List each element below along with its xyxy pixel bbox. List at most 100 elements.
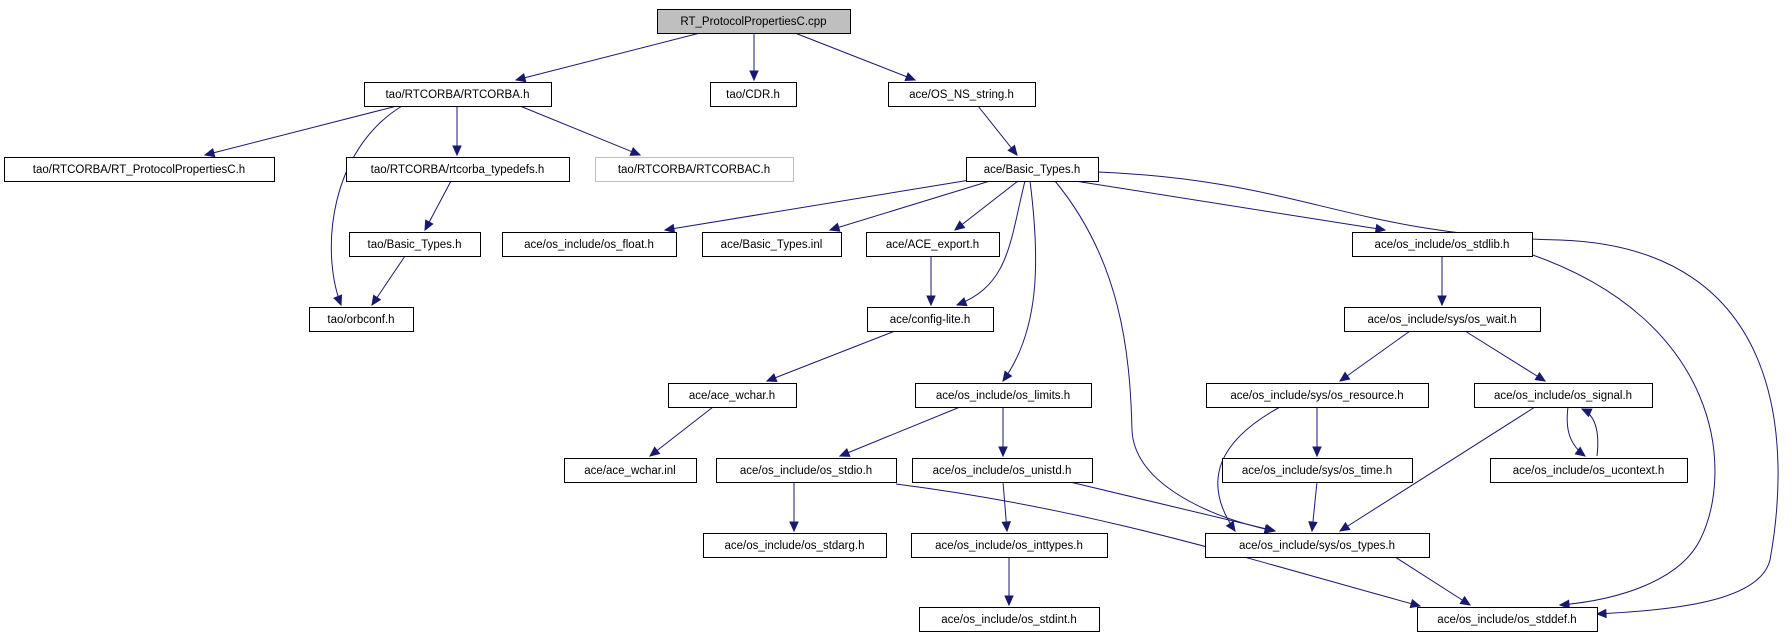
node-osucontext[interactable]: ace/os_include/os_ucontext.h — [1490, 458, 1688, 483]
edge-line — [1339, 406, 1536, 532]
node-cdr[interactable]: tao/CDR.h — [710, 82, 797, 107]
edge-arrowhead — [1574, 446, 1586, 457]
edge-arrowhead — [1002, 370, 1013, 382]
edge-arrowhead — [1409, 598, 1422, 609]
edge-line — [1074, 180, 1386, 231]
node-ossignal[interactable]: ace/os_include/os_signal.h — [1474, 383, 1653, 408]
node-label: ace/os_include/sys/os_resource.h — [1230, 390, 1403, 402]
node-box — [1490, 458, 1688, 483]
edge-line — [1529, 253, 1716, 606]
node-configlite[interactable]: ace/config-lite.h — [867, 307, 994, 332]
node-orbconf[interactable]: tao/orbconf.h — [309, 307, 414, 332]
edge-ossignal-ostypes — [1338, 406, 1536, 532]
edge-arrowhead — [649, 446, 661, 457]
node-rtcorbac: tao/RTCORBA/RTCORBAC.h — [595, 157, 794, 182]
edge-aceBasicTypes-osstddef — [1097, 171, 1779, 619]
edge-line — [371, 255, 406, 306]
node-aceexport[interactable]: ace/ACE_export.h — [866, 232, 1000, 257]
node-acewcharinl[interactable]: ace/ace_wchar.inl — [564, 458, 697, 483]
node-oswait[interactable]: ace/os_include/sys/os_wait.h — [1344, 307, 1541, 332]
node-box — [867, 307, 994, 332]
edge-arrowhead — [1459, 595, 1472, 606]
node-oslimits[interactable]: ace/os_include/os_limits.h — [915, 383, 1092, 408]
edge-arrowhead — [1308, 521, 1318, 533]
node-ostime[interactable]: ace/os_include/sys/os_time.h — [1222, 458, 1413, 483]
edge-arrowhead — [424, 219, 434, 232]
edge-line — [1566, 406, 1586, 457]
edge-line — [1002, 180, 1037, 382]
node-box — [703, 533, 887, 558]
node-rtcorba[interactable]: tao/RTCORBA/RTCORBA.h — [364, 82, 552, 107]
node-aceBasicTypes[interactable]: ace/Basic_Types.h — [966, 157, 1099, 182]
node-box — [309, 307, 414, 332]
edge-acewchar-acewcharinl — [649, 406, 714, 457]
node-osstdint[interactable]: ace/os_include/os_stdint.h — [919, 607, 1100, 632]
node-osunistd[interactable]: ace/os_include/os_unistd.h — [912, 458, 1093, 483]
node-osstdio[interactable]: ace/os_include/os_stdio.h — [716, 458, 897, 483]
node-label: ace/os_include/os_stddef.h — [1437, 614, 1576, 626]
edge-arrowhead — [1338, 371, 1351, 382]
node-osresource[interactable]: ace/os_include/sys/os_resource.h — [1206, 383, 1429, 408]
edge-osresource-ostime — [1312, 407, 1322, 458]
node-osnsstring[interactable]: ace/OS_NS_string.h — [888, 82, 1036, 107]
edge-line — [977, 105, 1018, 156]
node-label: ace/config-lite.h — [890, 314, 971, 326]
edge-osstdio-osstdarg — [789, 482, 799, 533]
edge-line — [204, 105, 398, 156]
edge-line — [1069, 481, 1276, 532]
edge-root-osnsstring — [794, 32, 917, 81]
node-label: tao/RTCORBA/RTCORBA.h — [385, 89, 529, 101]
node-box — [1474, 383, 1653, 408]
node-box — [1222, 458, 1413, 483]
node-basictypesinl[interactable]: ace/Basic_Types.inl — [702, 232, 842, 257]
node-label: ace/ACE_export.h — [886, 239, 979, 251]
edge-line — [519, 105, 641, 156]
node-taoBasicTypes[interactable]: tao/Basic_Types.h — [349, 232, 481, 257]
node-label: RT_ProtocolPropertiesC.cpp — [680, 16, 826, 28]
node-acewchar[interactable]: ace/ace_wchar.h — [668, 383, 797, 408]
edge-arrowhead — [1007, 144, 1018, 156]
edge-line — [664, 179, 971, 231]
node-box — [1344, 307, 1541, 332]
node-osinttypes[interactable]: ace/os_include/os_inttypes.h — [911, 533, 1108, 558]
node-osstddef[interactable]: ace/os_include/os_stddef.h — [1417, 607, 1598, 632]
node-rtpp[interactable]: tao/RTCORBA/RT_ProtocolPropertiesC.h — [4, 157, 275, 182]
node-box — [349, 232, 481, 257]
edge-arrowhead — [1374, 223, 1387, 234]
edge-line — [649, 406, 714, 457]
edge-aceBasicTypes-osfloat — [663, 179, 971, 234]
node-label: ace/os_include/os_stdlib.h — [1375, 239, 1510, 251]
node-osstdlib[interactable]: ace/os_include/os_stdlib.h — [1352, 232, 1533, 257]
node-label: ace/os_include/os_stdio.h — [740, 465, 872, 477]
node-label: ace/os_include/os_stdint.h — [941, 614, 1077, 626]
edge-line — [330, 105, 403, 306]
node-label: ace/os_include/sys/os_types.h — [1239, 540, 1395, 552]
node-osfloat[interactable]: ace/os_include/os_float.h — [502, 232, 677, 257]
node-label: tao/RTCORBA/RTCORBAC.h — [618, 164, 770, 176]
edge-oswait-ossignal — [1464, 330, 1547, 382]
node-ostypes[interactable]: ace/os_include/sys/os_types.h — [1205, 533, 1430, 558]
edge-ossignal-osucontext — [1566, 406, 1586, 457]
node-box — [4, 157, 275, 182]
node-label: ace/Basic_Types.inl — [721, 239, 823, 251]
node-box — [888, 82, 1036, 107]
edge-line — [1464, 330, 1546, 382]
edge-osucontext-ossignal — [1580, 408, 1599, 457]
edge-line — [895, 483, 1421, 607]
node-box — [1352, 232, 1533, 257]
edge-arrowhead — [1580, 408, 1593, 418]
edge-arrowhead — [371, 294, 382, 307]
edge-line — [766, 330, 896, 382]
edge-root-rtcorba — [514, 32, 701, 83]
node-label: ace/ace_wchar.h — [689, 390, 775, 402]
node-root[interactable]: RT_ProtocolPropertiesC.cpp — [657, 9, 851, 34]
edge-rtcorba-rtcorbac — [519, 105, 642, 156]
node-box — [966, 157, 1099, 182]
node-rtcorbatypedefs[interactable]: tao/RTCORBA/rtcorba_typedefs.h — [346, 157, 570, 182]
node-box — [364, 82, 552, 107]
node-box — [716, 458, 897, 483]
node-box — [912, 458, 1093, 483]
node-osstdarg[interactable]: ace/os_include/os_stdarg.h — [703, 533, 887, 558]
edge-line — [1217, 406, 1281, 532]
node-box — [1206, 383, 1429, 408]
